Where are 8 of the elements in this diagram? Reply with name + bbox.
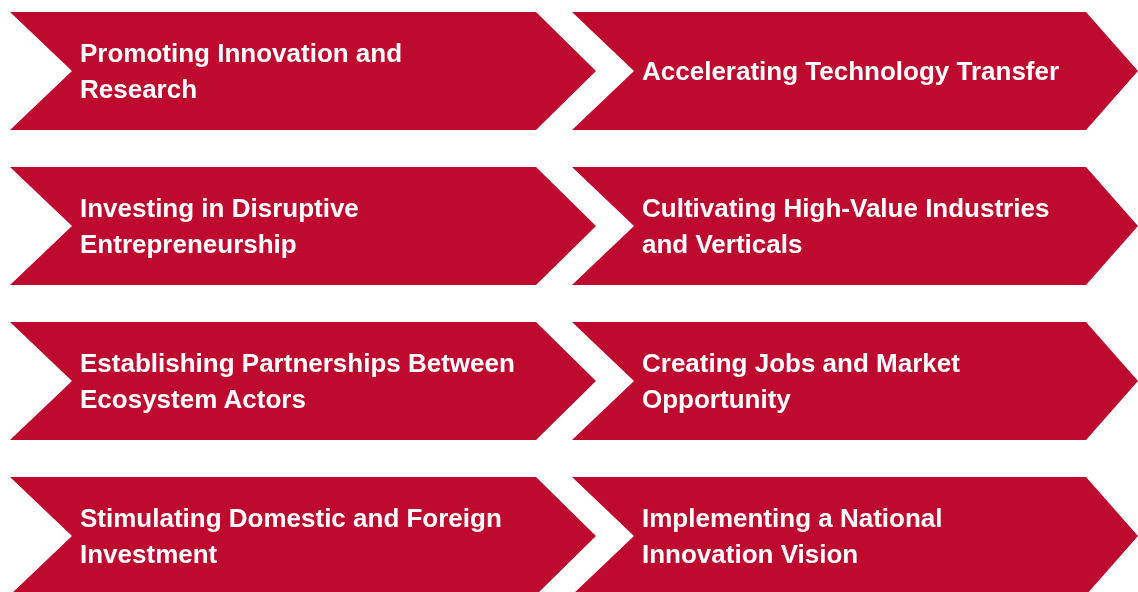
chevron-label: Investing in Disruptive Entrepreneurship	[80, 192, 360, 261]
chevron-label: Accelerating Technology Transfer	[642, 55, 1060, 88]
chevron-label: Establishing Partnerships Between Ecosystem Actors	[80, 347, 516, 416]
chevron-label: Promoting Innovation and Research	[80, 37, 404, 106]
chevron-label: Creating Jobs and Market Opportunity	[642, 347, 961, 416]
chevron-label: Stimulating Domestic and Foreign Investment	[80, 502, 503, 571]
chevron-label: Implementing a National Innovation Vision	[642, 502, 944, 571]
chevron-label: Cultivating High-Value Industries and Verticals	[642, 192, 1051, 261]
